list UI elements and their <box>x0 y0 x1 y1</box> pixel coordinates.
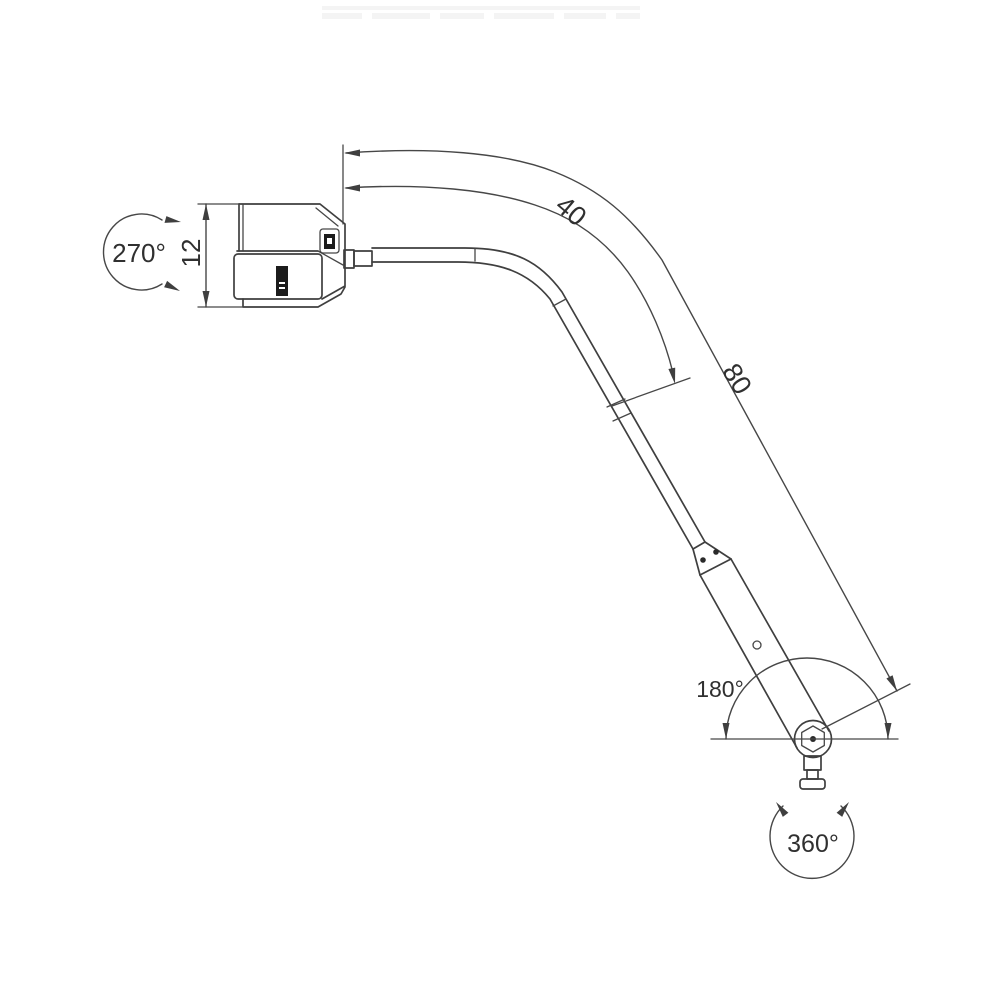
gooseneck-end-cap <box>692 541 706 550</box>
dim40-ext-joint <box>611 377 691 407</box>
arc-360-arrow-right <box>836 802 849 817</box>
arc-270-arrow-top <box>164 216 181 223</box>
bar-left-edge <box>699 574 798 749</box>
mount-stub-flange <box>799 778 826 790</box>
head-label-mark-1 <box>279 282 285 284</box>
clamp-left-edge <box>692 548 701 576</box>
arc-270-label: 270° <box>112 238 166 268</box>
bar-right-edge <box>730 558 830 732</box>
head-label-mark-2 <box>279 287 285 289</box>
mount-stub-neck <box>806 769 819 780</box>
dim12-arrow-top <box>202 204 210 220</box>
watermark-band <box>322 6 640 19</box>
rotation-270: 270° <box>102 213 181 291</box>
clamp-rivet-1 <box>700 557 706 563</box>
pivot-joint <box>793 719 833 790</box>
arc-360-label: 360° <box>787 830 839 858</box>
gooseneck-joint-tick-2 <box>612 412 632 422</box>
clamp-rivet-2 <box>713 549 719 555</box>
arc-360-arrow-left <box>776 802 789 817</box>
arc-180-arrow-left <box>722 723 730 739</box>
lamp-head-base <box>242 286 346 308</box>
head-connector-sleeve <box>353 250 373 267</box>
dimension-head-height: 12 <box>176 203 244 308</box>
dim12-arrow-bottom <box>202 291 210 307</box>
arc-180-arrow-right <box>884 723 892 739</box>
gooseneck-top-edge <box>371 247 706 543</box>
gooseneck-joint-tick-1 <box>606 398 626 408</box>
power-switch-slot <box>327 238 332 244</box>
gooseneck-arm <box>371 247 706 550</box>
arc-360 <box>769 805 855 880</box>
dim80-ext-pivot <box>821 683 911 730</box>
lamp-head-lower-body <box>233 253 323 300</box>
gooseneck-bottom-edge <box>371 261 694 550</box>
rotation-360: 360° <box>769 802 855 880</box>
arc-270 <box>102 213 163 291</box>
arc-270-arrow-bottom <box>164 280 180 291</box>
bar-hole <box>752 640 762 650</box>
dim80-arrow-end <box>886 675 897 691</box>
dimension-arm-lengths: 80 40 <box>342 144 911 730</box>
dim80-arrow-start <box>344 149 360 157</box>
dim40-label: 40 <box>550 190 592 232</box>
gooseneck-segment-tick-2 <box>552 298 567 307</box>
dim12-label: 12 <box>176 239 206 268</box>
link-arm <box>692 541 830 749</box>
clamp-divider <box>699 558 732 576</box>
arc-180-label: 180° <box>696 676 744 702</box>
dim40-arrow-end <box>668 367 676 384</box>
lamp-head-outline <box>238 203 346 300</box>
lamp-head <box>233 203 373 308</box>
dim80-line <box>345 149 898 692</box>
pivot-hex-nut <box>801 725 825 753</box>
dim40-arrow-start <box>344 184 360 192</box>
dim40-line <box>345 185 674 374</box>
rotation-180: 180° <box>696 657 899 740</box>
head-label-strip <box>276 266 288 296</box>
lamp-head-chamfer-inner <box>315 207 339 227</box>
power-switch <box>319 228 340 254</box>
dim80-label: 80 <box>716 358 757 399</box>
arc-180 <box>725 657 889 740</box>
